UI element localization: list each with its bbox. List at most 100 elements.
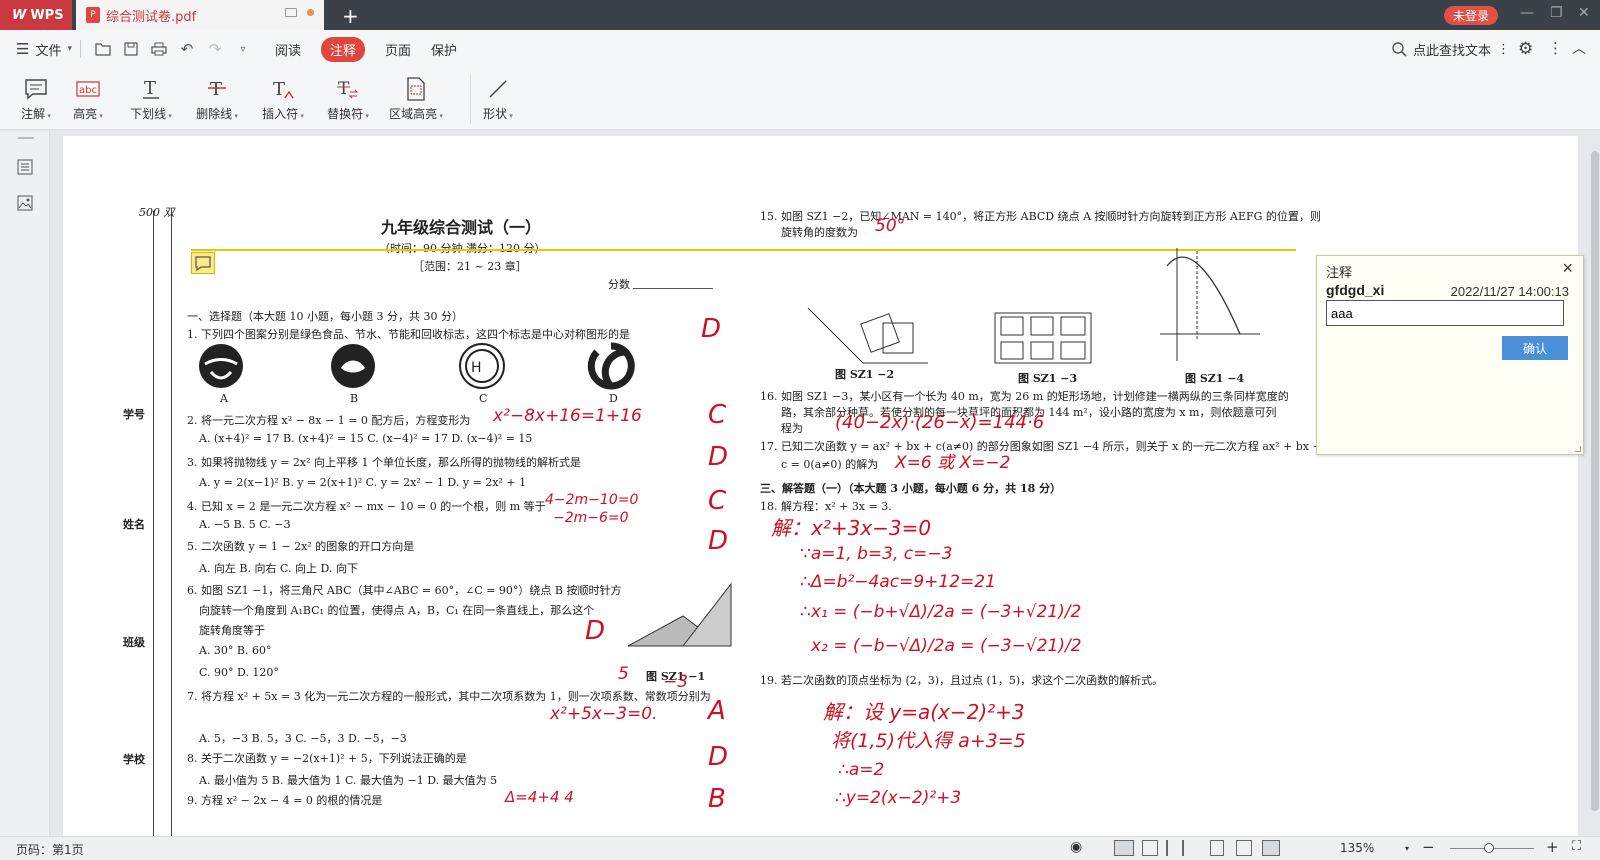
section1-heading: 一、选择题（本大题 10 小题，每小题 3 分，共 30 分） [187,310,463,323]
annotation-popup[interactable]: 注释 × gfdgd_xi 2022/11/27 14:00:13 确认 [1316,255,1584,455]
login-button[interactable]: 未登录 [1444,6,1498,25]
eye-protection-icon[interactable]: ◉ [1070,839,1083,855]
collapse-ribbon-icon[interactable]: ︿ [1572,41,1586,57]
close-window-icon[interactable]: ✕ [1578,5,1590,21]
fullscreen-icon[interactable]: ⛶ [1572,839,1582,854]
close-icon[interactable]: × [1562,258,1573,278]
hw-q17-answer: X=6 或 X=−2 [895,453,1011,473]
fig-sz1-3-label: 图 SZ1 −3 [1018,372,1078,385]
print-icon[interactable] [148,38,170,60]
page-indicator: 页码：第1页 [16,843,84,857]
insert-caret-button[interactable]: T 插入符 [253,76,313,122]
answer-q4: C [708,486,727,516]
single-page-view-icon[interactable] [1114,840,1134,856]
tab-read[interactable]: 阅读 [275,43,302,59]
continuous-view-icon[interactable] [1142,840,1158,856]
q6-options-1: A. 30° B. 60° [199,644,272,657]
q18-text: 18. 解方程：x² + 3x = 3. [760,500,892,513]
tab-page[interactable]: 页面 [385,43,412,59]
hw-q9-work: Δ=4+4 4 [505,788,574,806]
actual-size-icon[interactable] [1210,840,1224,856]
annotation-note-icon[interactable] [191,252,215,274]
q7-options: A. 5，−3 B. 5，3 C. −5，3 D. −5，−3 [199,732,407,745]
hw-q19-line-1: 解：设 y=a(x−2)²+3 [823,700,1025,724]
q4-text: 4. 已知 x = 2 是一元二次方程 x² − mx − 10 = 0 的一个… [187,500,546,513]
answer-q3: D [708,442,729,472]
customize-quickbar-icon[interactable]: ▿ [240,43,246,55]
document-viewport[interactable]: 500 双 学号 姓名 班级 学校 九年级综合测试（一） （时间：90 分钟 满… [50,131,1590,836]
parabola-figure [1160,248,1260,361]
zoom-out-icon[interactable]: − [1422,838,1435,856]
gear-icon[interactable]: ⚙ [1518,39,1534,59]
insert-caret-icon: T [271,76,295,102]
pdf-page[interactable]: 500 双 学号 姓名 班级 学校 九年级综合测试（一） （时间：90 分钟 满… [63,136,1578,836]
new-tab-button[interactable]: + [342,4,359,28]
restore-icon[interactable]: ❐ [1550,5,1563,21]
zoom-dropdown-icon[interactable]: ▾ [1405,844,1410,853]
resize-handle[interactable] [1575,446,1581,452]
fit-width-icon[interactable] [1262,840,1280,856]
more-options-icon[interactable]: ⋮ [1548,39,1563,57]
section3-heading: 三、解答题（一）（本大题 3 小题，每小题 6 分，共 18 分） [760,482,1062,495]
q8-options: A. 最小值为 5 B. 最大值为 1 C. 最大值为 −1 D. 最大值为 5 [199,774,498,787]
undo-icon[interactable]: ↶ [180,40,194,58]
side-label-name: 姓名 [123,518,145,531]
shape-button[interactable]: 形状 [468,76,528,122]
underline-button[interactable]: T 下划线 [121,76,181,122]
open-folder-icon[interactable] [92,38,114,60]
fig-label-c: C [479,392,488,405]
side-label-class: 班级 [123,636,145,649]
highlight-button[interactable]: abc 高亮 [58,76,118,122]
more-vertical-icon[interactable]: ⋮ [1497,42,1511,57]
field-grid-figure [994,312,1092,364]
svg-text:abc: abc [79,85,97,96]
hamburger-icon[interactable]: ☰ [16,40,30,58]
replace-label: 替换符 [327,105,369,122]
find-text-box[interactable]: 点此查找文本 ⋮ [1392,40,1510,59]
annotation-highlight-line[interactable] [191,249,1296,251]
annotate-label: 注解 [21,105,51,122]
file-menu[interactable]: 文件 [35,43,62,59]
scrollbar-thumb[interactable] [1591,151,1599,811]
side-label-student-id: 学号 [123,408,145,421]
menu-bar: ☰ 文件 ▾ ↶ ↷ ▿ 阅读 注释 页面 保护 点此查找文本 ⋮ ⚙ ⋮ ︿ [0,30,1600,68]
score-line [633,288,713,289]
zoom-slider-handle[interactable] [1484,843,1494,853]
strikethrough-button[interactable]: T 删除线 [187,76,247,122]
shape-label: 形状 [483,105,513,122]
zoom-level[interactable]: 135% [1340,841,1375,855]
fit-page-icon[interactable] [1236,840,1252,856]
hw-q19-line-3: ∴a=2 [838,760,885,780]
q19-text: 19. 若二次函数的顶点坐标为 (2，3)，且过点 (1，5)，求这个二次函数的… [760,674,1164,687]
chevron-down-icon[interactable]: ▾ [67,44,72,54]
annotation-text-field[interactable] [1326,300,1564,326]
document-tab[interactable]: P 综合测试卷.pdf [76,0,324,30]
confirm-button[interactable]: 确认 [1502,336,1568,360]
fig-sz1-4-label: 图 SZ1 −4 [1185,372,1245,385]
q15-text-2: 旋转角的度数为 [781,226,858,239]
vertical-scrollbar[interactable] [1590,131,1600,836]
panel-grip[interactable] [18,137,34,139]
redo-icon[interactable]: ↷ [208,40,222,58]
tab-protect[interactable]: 保护 [431,43,458,59]
area-highlight-button[interactable]: 区域高亮 [386,76,446,122]
outline-icon[interactable] [17,159,33,178]
minimize-icon[interactable]: — [1520,5,1534,21]
thumbnail-icon[interactable] [17,195,33,214]
insert-caret-label: 插入符 [262,105,304,122]
replace-button[interactable]: T 替换符 [318,76,378,122]
monitor-icon[interactable] [285,8,297,17]
answer-q7: A [708,696,726,726]
save-icon[interactable] [120,38,142,60]
triangle-figure [627,582,732,647]
water-saving-logo-icon [331,344,375,388]
tab-annotate[interactable]: 注释 [321,36,366,62]
answer-q5: D [708,526,729,556]
answer-q8: D [708,742,729,772]
hw-q19-line-2: 将(1,5)代入得 a+3=5 [831,730,1026,752]
two-page-view-icon[interactable] [1166,840,1184,856]
q9-text: 9. 方程 x² − 2x − 4 = 0 的根的情况是 [187,794,383,807]
zoom-in-icon[interactable]: + [1546,838,1559,856]
annotate-button[interactable]: 注解 [6,76,66,122]
